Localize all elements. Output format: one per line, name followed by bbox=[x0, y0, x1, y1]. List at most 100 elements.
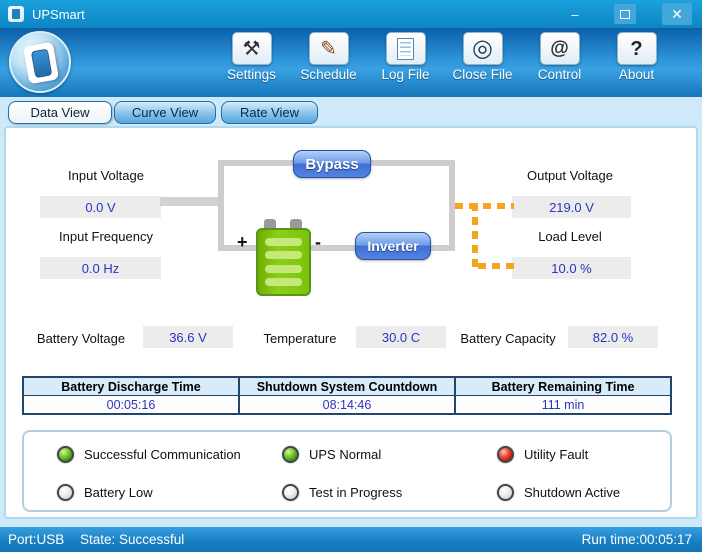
battery-minus-sign: - bbox=[315, 232, 321, 252]
input-frequency-label: Input Frequency bbox=[59, 229, 153, 244]
input-frequency-value: 0.0 Hz bbox=[40, 257, 161, 279]
at-icon: @ bbox=[539, 32, 580, 65]
table-column-battery-remaining: Battery Remaining Time 111 min bbox=[454, 378, 670, 413]
connection-state: State: Successful bbox=[80, 532, 185, 547]
status-indicator-ups-normal: UPS Normal bbox=[282, 444, 381, 464]
table-column-shutdown-countdown: Shutdown System Countdown 08:14:46 bbox=[238, 378, 454, 413]
toolbar-button-settings[interactable]: ⚒ Settings bbox=[214, 32, 290, 94]
battery-icon bbox=[256, 228, 311, 296]
status-label: Successful Communication bbox=[84, 446, 241, 462]
inverter-button[interactable]: Inverter bbox=[355, 232, 431, 260]
battery-capacity-label: Battery Capacity bbox=[460, 331, 556, 346]
document-shape bbox=[397, 37, 414, 60]
toolbar-button-about[interactable]: ? About bbox=[599, 32, 675, 94]
table-header: Shutdown System Countdown bbox=[240, 378, 454, 396]
toolbar-buttons: ⚒ Settings ✎ Schedule Log File ◎ Close F… bbox=[213, 32, 675, 94]
table-value: 111 min bbox=[456, 396, 670, 413]
view-tabs: Data View Curve View Rate View bbox=[0, 97, 702, 127]
at-glyph: @ bbox=[550, 38, 569, 59]
output-voltage-label: Output Voltage bbox=[526, 168, 613, 183]
toolbar-label-schedule: Schedule bbox=[300, 67, 357, 82]
battery-capacity-value: 82.0 % bbox=[568, 326, 658, 348]
led-icon bbox=[497, 483, 514, 501]
maximize-icon bbox=[620, 9, 630, 19]
run-time: Run time:00:05:17 bbox=[581, 532, 692, 547]
status-label: Utility Fault bbox=[524, 446, 589, 462]
tab-rate-view[interactable]: Rate View bbox=[221, 101, 318, 124]
toolbar-label-about: About bbox=[618, 67, 655, 82]
maximize-button[interactable] bbox=[614, 4, 636, 24]
table-value: 00:05:16 bbox=[24, 396, 238, 413]
input-voltage-label: Input Voltage bbox=[68, 168, 144, 183]
close-button[interactable]: ✕ bbox=[662, 3, 692, 25]
status-label: Battery Low bbox=[84, 484, 153, 500]
bypass-button[interactable]: Bypass bbox=[293, 150, 371, 178]
input-voltage-value: 0.0 V bbox=[40, 196, 161, 218]
question-glyph: ? bbox=[630, 37, 643, 60]
table-header: Battery Discharge Time bbox=[24, 378, 238, 396]
load-level-label: Load Level bbox=[538, 229, 602, 244]
status-indicator-successful-communication: Successful Communication bbox=[57, 444, 241, 464]
hammer-icon: ⚒ bbox=[231, 32, 272, 65]
tab-data-view[interactable]: Data View bbox=[8, 101, 112, 124]
question-icon: ? bbox=[616, 32, 657, 65]
battery-terminal-icon bbox=[264, 219, 276, 229]
status-indicator-test-in-progress: Test in Progress bbox=[282, 482, 402, 502]
temperature-value: 30.0 C bbox=[356, 326, 446, 348]
lens-glyph: ◎ bbox=[472, 34, 493, 62]
led-icon bbox=[497, 445, 514, 463]
minimize-button[interactable]: – bbox=[571, 6, 579, 22]
time-table: Battery Discharge Time 00:05:16 Shutdown… bbox=[22, 376, 672, 415]
toolbar-button-schedule[interactable]: ✎ Schedule bbox=[291, 32, 367, 94]
battery-terminal-icon bbox=[290, 219, 302, 229]
load-level-value: 10.0 % bbox=[512, 257, 631, 279]
upsmart-logo-icon bbox=[9, 31, 71, 93]
lens-icon: ◎ bbox=[462, 32, 503, 65]
window-controls: – ✕ bbox=[562, 3, 692, 25]
led-icon bbox=[282, 483, 299, 501]
table-header: Battery Remaining Time bbox=[456, 378, 670, 396]
temperature-label: Temperature bbox=[263, 331, 337, 346]
battery-voltage-value: 36.6 V bbox=[143, 326, 233, 348]
port-status: Port:USB bbox=[8, 532, 65, 547]
logo-device-icon bbox=[30, 48, 52, 78]
status-indicator-shutdown-active: Shutdown Active bbox=[497, 482, 620, 502]
output-voltage-value: 219.0 V bbox=[512, 196, 631, 218]
toolbar-button-close-file[interactable]: ◎ Close File bbox=[445, 32, 521, 94]
input-flow-line bbox=[160, 197, 220, 206]
status-indicator-utility-fault: Utility Fault bbox=[497, 444, 588, 464]
led-icon bbox=[57, 483, 74, 501]
battery-voltage-label: Battery Voltage bbox=[36, 331, 126, 346]
toolbar-label-log-file: Log File bbox=[381, 67, 430, 82]
document-icon bbox=[385, 32, 426, 65]
hammer-glyph: ⚒ bbox=[242, 37, 261, 60]
toolbar-label-close-file: Close File bbox=[452, 67, 513, 82]
toolbar-button-control[interactable]: @ Control bbox=[522, 32, 598, 94]
table-column-battery-discharge: Battery Discharge Time 00:05:16 bbox=[24, 378, 238, 413]
toolbar-button-log-file[interactable]: Log File bbox=[368, 32, 444, 94]
table-value: 08:14:46 bbox=[240, 396, 454, 413]
battery-plus-sign: + bbox=[237, 232, 248, 252]
tab-curve-view[interactable]: Curve View bbox=[114, 101, 216, 124]
window-title: UPSmart bbox=[32, 6, 85, 22]
toolbar: ⚒ Settings ✎ Schedule Log File ◎ Close F… bbox=[0, 28, 702, 97]
data-view-panel: Input Voltage 0.0 V Input Frequency 0.0 … bbox=[4, 126, 698, 519]
status-label: Shutdown Active bbox=[524, 484, 621, 500]
status-indicator-battery-low: Battery Low bbox=[57, 482, 153, 502]
titlebar: UPSmart – ✕ bbox=[0, 0, 702, 28]
logo-card bbox=[22, 41, 60, 85]
output-flow-dashed-line bbox=[455, 203, 514, 209]
load-flow-dashed-line bbox=[478, 263, 514, 269]
status-label: Test in Progress bbox=[309, 484, 403, 500]
toolbar-label-control: Control bbox=[537, 67, 582, 82]
app-icon bbox=[8, 6, 24, 22]
status-label: UPS Normal bbox=[309, 446, 382, 462]
status-indicator-panel: Successful Communication UPS Normal Util… bbox=[22, 430, 672, 512]
pencil-glyph: ✎ bbox=[320, 37, 337, 60]
statusbar: Port:USB State: Successful Run time:00:0… bbox=[0, 527, 702, 552]
pencil-icon: ✎ bbox=[308, 32, 349, 65]
led-icon bbox=[57, 445, 74, 463]
led-icon bbox=[282, 445, 299, 463]
flow-dashed-line-vertical bbox=[472, 203, 478, 269]
